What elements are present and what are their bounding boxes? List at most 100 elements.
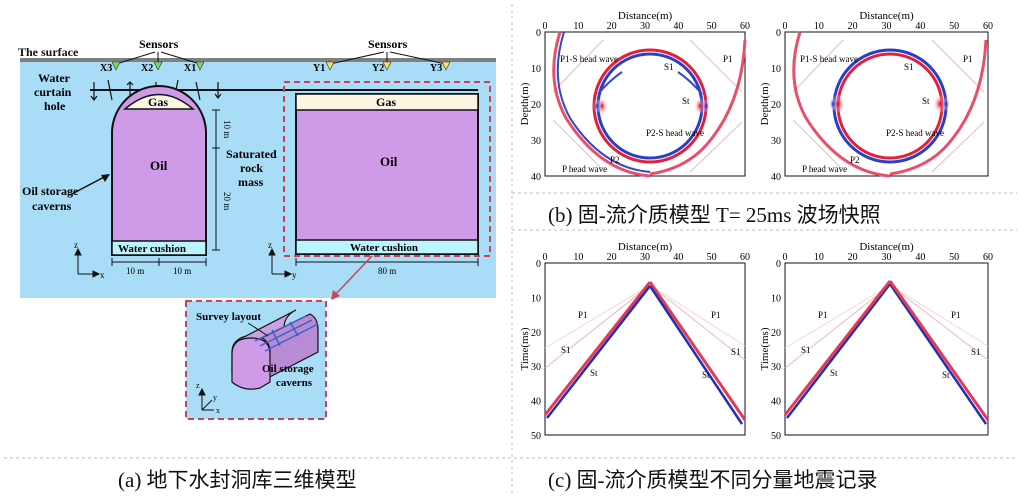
c2-x-tick: 30: [882, 252, 892, 263]
caption-c: (c) 固-流介质模型不同分量地震记录: [548, 468, 878, 492]
c1-x-tick: 30: [640, 252, 650, 263]
inset-caverns-label-1: Oil storage: [262, 363, 314, 375]
record-plot-2: [783, 262, 990, 436]
axis-y-right: y: [292, 270, 297, 280]
c1-y-title: Time(ms): [519, 327, 531, 370]
inset-connector-head: [331, 290, 340, 300]
c-annotation-p1-right: P1: [711, 310, 721, 320]
panel-c: [543, 262, 990, 436]
b-annotation-p1s-head: P1-S head wave: [560, 54, 618, 64]
inset-axis-x: x: [216, 406, 220, 415]
b-annotation-p-head: P head wave: [562, 164, 607, 174]
c2-x-tick: 20: [848, 252, 858, 263]
b2-y-tick: 40: [771, 172, 781, 183]
b1-x-title: Distance(m): [618, 10, 673, 22]
inset-axes: [198, 387, 214, 411]
inset-survey-pointer: [247, 322, 269, 337]
highlight-box: [283, 81, 491, 257]
c2-x-tick: 0: [783, 252, 788, 263]
cavern-left-oil-label: Oil: [150, 158, 168, 173]
b-annotation-p1: P1: [963, 54, 973, 64]
c-annotation-p1-left: P1: [818, 310, 828, 320]
sensor-markers-left: [111, 61, 205, 71]
axis-z-right: z: [268, 240, 272, 250]
c1-y-tick: 30: [531, 362, 541, 373]
b2-x-title: Distance(m): [859, 10, 914, 22]
c1-y-tick: 50: [531, 431, 541, 442]
inset-survey-lines: [254, 315, 319, 352]
c-annotation-st-left: St: [590, 368, 598, 378]
cavern-left-gas-label: Gas: [148, 95, 168, 109]
b1-x-tick: 40: [673, 21, 683, 32]
sensor-x1: X1: [184, 63, 196, 74]
c1-x-tick: 40: [673, 252, 683, 263]
c2-x-tick: 50: [949, 252, 959, 263]
c2-y-tick: 40: [771, 397, 781, 408]
inset-axis-y: y: [213, 393, 217, 402]
b-annotation-s1: S1: [904, 62, 914, 72]
dim-10m-vertical: 10 m: [222, 120, 232, 138]
c2-x-tick: 10: [814, 252, 824, 263]
dim-20m-vertical: 20 m: [222, 192, 232, 210]
b-annotation-st: St: [682, 96, 690, 106]
b2-y-tick: 10: [771, 64, 781, 75]
b2-x-tick: 40: [915, 21, 925, 32]
c-annotation-s1-right: S1: [971, 347, 981, 357]
c1-y-tick: 40: [531, 397, 541, 408]
cavern-right-gas-label: Gas: [376, 95, 396, 109]
c2-x-title: Distance(m): [859, 241, 914, 253]
water-curtain-label-2: curtain: [34, 85, 72, 99]
dim-10m-left: 10 m: [126, 266, 144, 276]
cavern-right-gas: [295, 93, 479, 111]
c1-x-tick: 60: [740, 252, 750, 263]
b2-x-tick: 0: [783, 21, 788, 32]
b2-y-title: Depth(m): [759, 82, 771, 125]
sensor-x3: X3: [100, 63, 112, 74]
plot-b2-area: [784, 31, 989, 177]
b1-y-tick: 20: [531, 100, 541, 111]
c2-x-tick: 40: [915, 252, 925, 263]
c1-x-tick: 50: [707, 252, 717, 263]
sensors-label-left: Sensors: [139, 37, 179, 51]
saturated-label-3: mass: [238, 175, 264, 189]
b1-x-tick: 60: [740, 21, 750, 32]
c-annotation-s1-left: S1: [801, 345, 811, 355]
surface-line: [20, 58, 496, 62]
cavern-right-oil-label: Oil: [380, 154, 398, 169]
b-annotation-p1s-head: P1-S head wave: [800, 54, 858, 64]
c1-y-tick: 0: [536, 259, 541, 270]
plot-c2-area: [784, 262, 989, 436]
c2-y-tick: 20: [771, 328, 781, 339]
snapshot-plot-1: [544, 31, 747, 178]
c-annotation-s1-right: S1: [731, 347, 741, 357]
dim-10m-right: 10 m: [173, 266, 191, 276]
record-plot-1: [543, 262, 747, 436]
c-annotation-st-right: St: [942, 370, 950, 380]
plot-b1-area: [544, 31, 746, 177]
c2-y-tick: 50: [771, 431, 781, 442]
sensor-y3: Y3: [430, 63, 442, 74]
axes-right: [268, 247, 293, 278]
sensor-y1: Y1: [313, 63, 325, 74]
b-annotation-p2s-head: P2-S head wave: [886, 128, 944, 138]
b-annotation-st: St: [922, 96, 930, 106]
c-annotation-p1-left: P1: [578, 310, 588, 320]
b2-x-tick: 50: [949, 21, 959, 32]
b-annotation-p2s-head: P2-S head wave: [646, 128, 704, 138]
caverns-arrowhead: [101, 174, 110, 182]
b1-y-tick: 30: [531, 136, 541, 147]
sensors-label-right: Sensors: [368, 37, 408, 51]
b2-y-tick: 0: [776, 28, 781, 39]
caverns-arrow: [69, 174, 109, 196]
panel-a: The surface Water curtain hole Sensors: [18, 37, 496, 420]
b1-x-tick: 30: [640, 21, 650, 32]
sensor-x2: X2: [141, 63, 153, 74]
caption-a: (a) 地下水封洞库三维模型: [118, 468, 357, 492]
c1-x-tick: 10: [573, 252, 583, 263]
sensor-y2: Y2: [372, 63, 384, 74]
cavern-left-gas: [122, 93, 196, 110]
inset-axis-z: z: [196, 381, 200, 390]
c-annotation-p1-right: P1: [951, 310, 961, 320]
